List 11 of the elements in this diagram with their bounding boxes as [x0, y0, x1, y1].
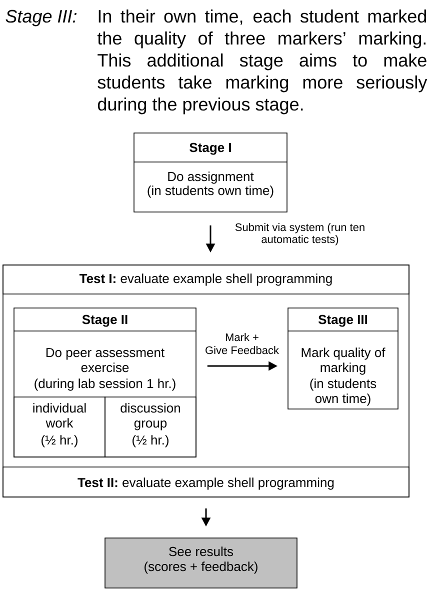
- result-box: See results (scores + feedback): [104, 538, 298, 588]
- stage-box: Stage I Do assignment (in students own time): [134, 132, 288, 212]
- side-heading: Stage III:: [6, 10, 77, 26]
- test-band: Test II: evaluate example shell programming: [2, 466, 410, 498]
- table-cell: discussion group (½ hr.): [104, 396, 196, 458]
- paragraph: In their own time, each student marked the quality of three markers’ marking. This additional stage aims to make students take marking more seriously during the previous stage.: [97, 9, 428, 114]
- test-band: Test I: evaluate example shell programming: [2, 264, 410, 294]
- edge-label: Submit via system (run ten automatic tests): [235, 223, 364, 246]
- edge-label: Mark + Give Feedback: [206, 333, 279, 354]
- table-cell: individual work (½ hr.): [14, 396, 106, 458]
- stage-box: Stage III Mark quality of marking (in students own time): [288, 308, 398, 410]
